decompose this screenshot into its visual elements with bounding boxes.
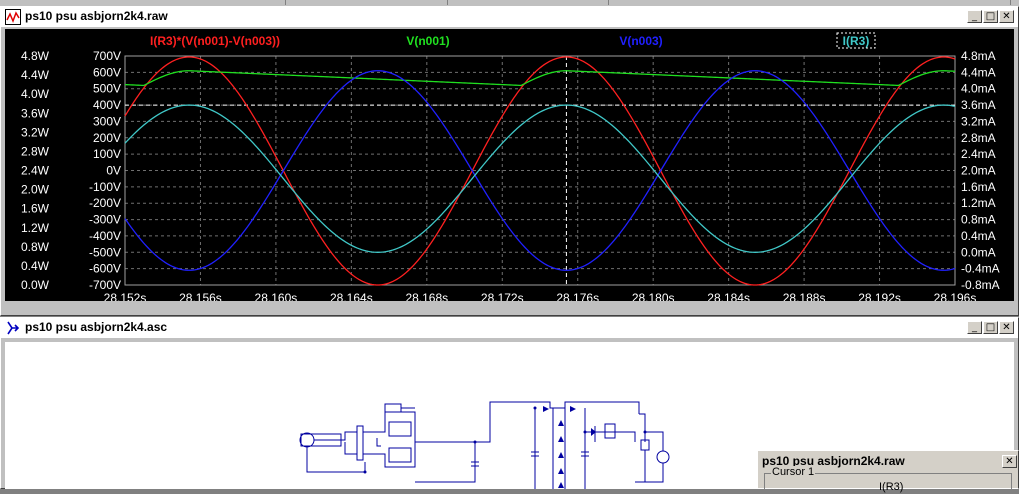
minimize-icon[interactable]: _	[967, 10, 982, 23]
y-tick-label-power: 0.0W	[21, 278, 50, 292]
y-tick-label-current: 3.6mA	[961, 98, 996, 112]
y-tick-label-voltage: 100V	[93, 147, 121, 161]
restore-icon[interactable]: □	[983, 321, 998, 334]
schematic-window[interactable]: ps10 psu asbjorn2k4.asc _ □ ✕	[0, 317, 1019, 489]
y-tick-label-voltage: 0V	[106, 164, 121, 178]
cursor-titlebar[interactable]: ps10 psu asbjorn2k4.raw ✕	[760, 452, 1017, 470]
y-tick-label-voltage: -100V	[89, 180, 121, 194]
x-tick-label: 28.168s	[405, 291, 448, 301]
waveform-titlebar[interactable]: ps10 psu asbjorn2k4.raw _ □ ✕	[1, 7, 1018, 28]
cursor-group-label: Cursor 1	[771, 466, 816, 478]
x-tick-label: 28.156s	[179, 291, 222, 301]
close-icon[interactable]: ✕	[999, 321, 1014, 334]
x-tick-label: 28.192s	[858, 291, 901, 301]
y-tick-label-current: 4.0mA	[961, 82, 996, 96]
y-tick-label-current: 2.8mA	[961, 131, 996, 145]
y-tick-label-power: 1.6W	[21, 202, 50, 216]
trace-label: V(n003)	[619, 34, 662, 48]
waveform-window[interactable]: ps10 psu asbjorn2k4.raw _ □ ✕ 700V 600V 50…	[0, 6, 1019, 316]
restore-icon[interactable]: □	[983, 10, 998, 23]
y-tick-label-power: 2.8W	[21, 144, 50, 158]
y-tick-label-current: 4.4mA	[961, 65, 996, 79]
cursor-group: Cursor 1 I(R3)	[764, 466, 1012, 494]
y-tick-label-voltage: 400V	[93, 98, 121, 112]
series-i-r3-v-n001-v-n003-	[124, 56, 956, 286]
series-v-n003-	[124, 70, 956, 271]
y-tick-label-voltage: 500V	[93, 82, 121, 96]
schematic-title: ps10 psu asbjorn2k4.asc	[25, 320, 168, 334]
y-tick-label-current: 2.0mA	[961, 164, 996, 178]
x-tick-label: 28.196s	[934, 291, 977, 301]
y-tick-label-voltage: -600V	[89, 262, 121, 276]
schematic-drawing[interactable]	[5, 342, 1014, 489]
y-tick-label-current: 3.2mA	[961, 114, 996, 128]
y-tick-label-voltage: 700V	[93, 49, 121, 63]
x-tick-label: 28.152s	[104, 291, 147, 301]
x-tick-label: 28.164s	[330, 291, 373, 301]
x-tick-label: 28.176s	[556, 291, 599, 301]
cursor-window[interactable]: ps10 psu asbjorn2k4.raw ✕ Cursor 1 I(R3)	[757, 450, 1019, 494]
minimize-icon[interactable]: _	[967, 321, 982, 334]
y-tick-label-power: 0.4W	[21, 259, 50, 273]
y-tick-label-current: -0.8mA	[961, 278, 1000, 292]
x-tick-label: 28.188s	[783, 291, 826, 301]
y-tick-label-power: 0.8W	[21, 240, 50, 254]
trace-label: V(n001)	[406, 34, 449, 48]
cursor-trace-name: I(R3)	[879, 481, 904, 493]
series-v-n001-	[124, 70, 956, 87]
y-tick-label-voltage: 200V	[93, 131, 121, 145]
y-tick-label-voltage: -700V	[89, 278, 121, 292]
y-tick-label-current: 1.6mA	[961, 180, 996, 194]
y-tick-label-current: 1.2mA	[961, 196, 996, 210]
y-tick-label-voltage: -500V	[89, 245, 121, 259]
y-tick-label-power: 4.8W	[21, 49, 50, 63]
cursor-window-title: ps10 psu asbjorn2k4.raw	[762, 454, 905, 468]
y-tick-label-power: 2.0W	[21, 183, 50, 197]
y-tick-label-voltage: -400V	[89, 229, 121, 243]
y-tick-label-power: 4.0W	[21, 87, 50, 101]
x-tick-label: 28.184s	[707, 291, 750, 301]
y-tick-label-voltage: 600V	[93, 65, 121, 79]
y-tick-label-voltage: -200V	[89, 196, 121, 210]
trace-label-box	[836, 32, 876, 49]
y-tick-label-current: 0.8mA	[961, 213, 996, 227]
x-tick-label: 28.172s	[481, 291, 524, 301]
waveform-icon	[5, 9, 21, 25]
schematic-icon	[7, 321, 20, 335]
waveform-plot[interactable]: 700V 600V 500V 400V 300V 200V 100V 0V -100V -200V…	[5, 29, 1014, 301]
close-icon[interactable]: ✕	[999, 10, 1014, 23]
y-tick-label-power: 4.4W	[21, 68, 50, 82]
y-tick-label-current: 0.0mA	[961, 245, 996, 259]
y-tick-label-voltage: -300V	[89, 213, 121, 227]
trace-label: I(R3)*(V(n001)-V(n003))	[150, 34, 280, 48]
plot-frame	[124, 55, 956, 286]
y-tick-label-power: 3.6W	[21, 106, 50, 120]
y-tick-label-power: 1.2W	[21, 221, 50, 235]
y-tick-label-current: 4.8mA	[961, 49, 996, 63]
trace-label: I(R3)	[843, 34, 870, 48]
y-tick-label-power: 3.2W	[21, 125, 50, 139]
y-tick-label-current: 0.4mA	[961, 229, 996, 243]
x-tick-label: 28.180s	[632, 291, 675, 301]
waveform-title: ps10 psu asbjorn2k4.raw	[25, 9, 168, 23]
y-tick-label-voltage: 300V	[93, 114, 121, 128]
waveform-chart[interactable]: 700V 600V 500V 400V 300V 200V 100V 0V -100V -200V…	[5, 29, 1014, 301]
schematic-titlebar[interactable]: ps10 psu asbjorn2k4.asc _ □ ✕	[1, 318, 1018, 339]
y-tick-label-current: 2.4mA	[961, 147, 996, 161]
series-i-r3-	[124, 104, 956, 253]
y-tick-label-power: 2.4W	[21, 164, 50, 178]
y-tick-label-current: -0.4mA	[961, 262, 1000, 276]
close-icon[interactable]: ✕	[1002, 455, 1017, 468]
x-tick-label: 28.160s	[255, 291, 298, 301]
